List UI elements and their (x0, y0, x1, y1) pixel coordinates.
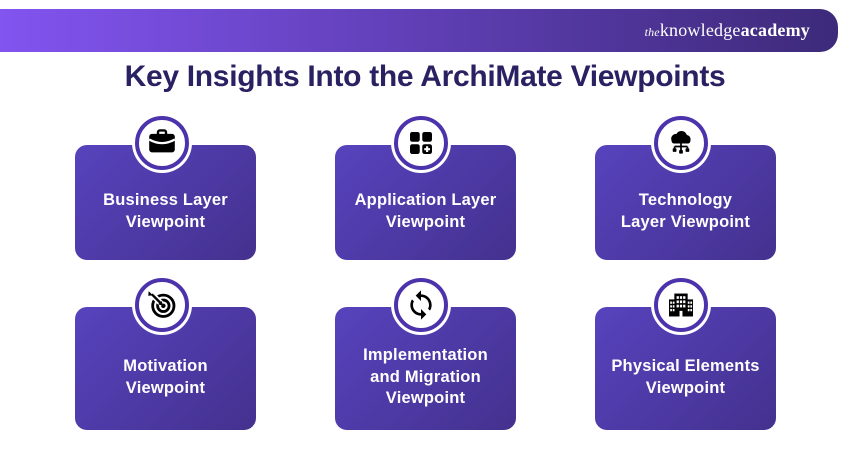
card-technology-layer: Technology Layer Viewpoint (595, 145, 776, 260)
badge-motivation (135, 278, 189, 332)
sync-arrows-icon (410, 290, 432, 320)
briefcase-icon (148, 129, 176, 153)
badge-application (394, 116, 448, 170)
brand-banner: theknowledgeacademy (0, 9, 838, 52)
target-dart-icon (148, 290, 176, 318)
badge-physical (654, 278, 708, 332)
logo-academy: academy (740, 20, 810, 40)
card-label: Physical Elements Viewpoint (611, 356, 760, 397)
badge-technology (654, 116, 708, 170)
office-building-icon (669, 293, 693, 317)
page-title: Key Insights Into the ArchiMate Viewpoin… (124, 60, 726, 93)
card-label: Technology Layer Viewpoint (620, 190, 751, 231)
logo-the: the (644, 25, 660, 39)
card-label: Motivation Viewpoint (123, 356, 208, 397)
card-implementation-migration: Implementation and Migration Viewpoint (335, 307, 516, 430)
cloud-network-icon (671, 131, 691, 154)
card-label: Implementation and Migration Viewpoint (363, 345, 488, 408)
knowledge-academy-logo: theknowledgeacademy (645, 20, 810, 41)
card-label: Application Layer Viewpoint (354, 190, 497, 231)
logo-knowledge: knowledge (659, 20, 741, 40)
app-grid-plus-icon (410, 132, 432, 154)
badge-business (135, 116, 189, 170)
card-label: Business Layer Viewpoint (103, 190, 228, 231)
badge-implementation (394, 278, 448, 332)
